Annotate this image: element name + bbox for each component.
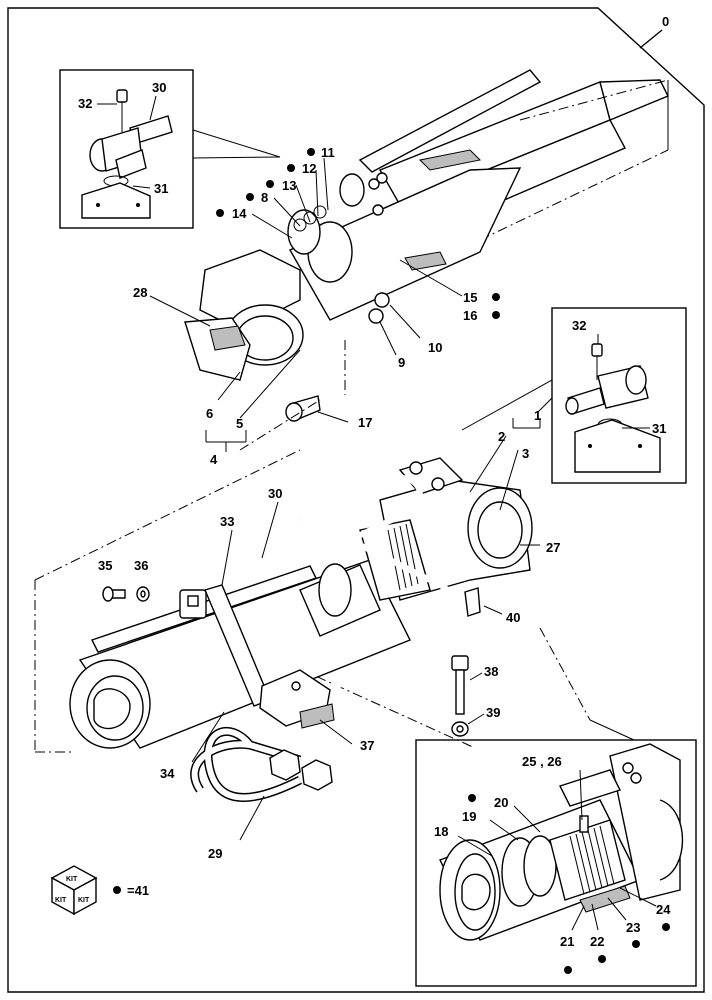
callout-20: 20	[494, 795, 508, 810]
kit-label-top: KIT	[66, 876, 78, 883]
callout-11: 11	[321, 145, 335, 160]
callout-18: 18	[434, 824, 448, 839]
callout-15: 15	[463, 290, 477, 305]
callout-30-top: 30	[152, 80, 166, 95]
kit-label-left: KIT	[55, 897, 67, 904]
callout-25-26: 25 , 26	[522, 754, 562, 769]
callout-16: 16	[463, 308, 477, 323]
seal-kit-dot-icon	[598, 955, 606, 963]
seal-kit-dot-icon	[246, 193, 254, 201]
callout-13: 13	[282, 178, 296, 193]
kit-box-icon: KIT KIT KIT	[50, 865, 98, 916]
seal-kit-dot-icon	[216, 209, 224, 217]
detail-box-right: 32 31	[461, 307, 687, 484]
detail-box-bottom-right	[415, 739, 697, 987]
callout-30-lower: 30	[268, 486, 282, 501]
callout-6: 6	[206, 406, 213, 421]
callout-28: 28	[133, 285, 147, 300]
callout-32-right: 32	[572, 318, 586, 333]
callout-31-right: 31	[652, 421, 666, 436]
callout-4: 4	[210, 452, 218, 467]
seal-kit-dot-icon	[266, 180, 274, 188]
seal-kit-dot-icon	[564, 966, 572, 974]
callout-19: 19	[462, 809, 476, 824]
sheet-ref-leader	[639, 29, 663, 49]
callout-34: 34	[160, 766, 175, 781]
drawing-frame	[7, 7, 705, 993]
top-cylinder-assembly	[149, 69, 669, 452]
sheet-ref-number: 0	[662, 14, 669, 29]
callout-8: 8	[261, 190, 268, 205]
callout-3: 3	[522, 446, 529, 461]
callout-17: 17	[358, 415, 372, 430]
callout-27: 27	[546, 540, 560, 555]
callout-32-top: 32	[78, 96, 92, 111]
callout-40: 40	[506, 610, 520, 625]
seal-kit-dot-icon	[492, 293, 500, 301]
callout-33: 33	[220, 514, 234, 529]
seal-kit-dot-icon	[662, 923, 670, 931]
callout-38: 38	[484, 664, 498, 679]
seal-kit-dot-icon	[113, 886, 121, 894]
callout-9: 9	[398, 355, 405, 370]
lower-cylinder-assembly	[34, 418, 635, 841]
kit-label-right: KIT	[78, 897, 90, 904]
seal-kit-dot-icon	[492, 311, 500, 319]
callout-10: 10	[428, 340, 442, 355]
callout-21: 21	[560, 934, 574, 949]
callout-1: 1	[534, 408, 541, 423]
detail-box-top-left: 32 30 31	[59, 69, 281, 229]
callout-22: 22	[590, 934, 604, 949]
callout-31-top: 31	[154, 181, 168, 196]
callout-12: 12	[302, 161, 316, 176]
callout-2: 2	[498, 429, 505, 444]
kit-legend-text: =41	[127, 883, 149, 898]
seal-kit-dot-icon	[468, 794, 476, 802]
seal-kit-dot-icon	[632, 940, 640, 948]
callout-39: 39	[486, 705, 500, 720]
seal-kit-dot-icon	[307, 148, 315, 156]
callout-37: 37	[360, 738, 374, 753]
callout-35: 35	[98, 558, 112, 573]
callout-36: 36	[134, 558, 148, 573]
callout-29: 29	[208, 846, 222, 861]
callout-14: 14	[232, 206, 247, 221]
callout-23: 23	[626, 920, 640, 935]
callout-5: 5	[236, 416, 243, 431]
seal-kit-dot-icon	[287, 164, 295, 172]
callout-24: 24	[656, 902, 671, 917]
